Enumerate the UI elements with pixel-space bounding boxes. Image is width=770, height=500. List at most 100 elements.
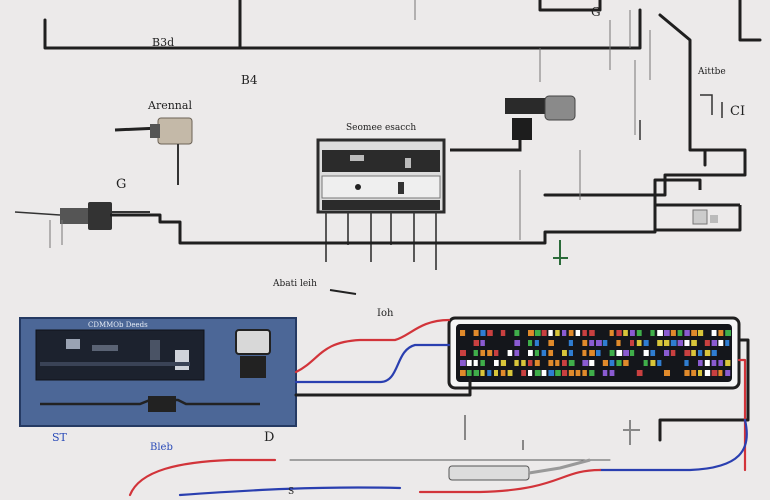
label-top-left: B3d — [152, 36, 175, 49]
display-led — [630, 330, 635, 336]
display-led — [507, 370, 513, 376]
right-sensor — [450, 95, 576, 152]
thin-wires — [414, 0, 651, 240]
display-led — [589, 350, 595, 356]
label-lower-right: Ioh — [377, 308, 394, 319]
display-led — [643, 350, 649, 356]
display-led — [582, 340, 588, 346]
top-wire-1 — [43, 8, 642, 50]
display-led — [528, 370, 533, 376]
display-led — [534, 370, 541, 376]
top-wires — [43, 0, 762, 197]
display-led — [657, 340, 663, 346]
display-led — [562, 330, 567, 336]
display-led — [548, 340, 554, 346]
display-led — [664, 340, 670, 346]
display-led — [480, 370, 485, 376]
display-led — [609, 360, 615, 366]
display-led — [548, 360, 554, 366]
display-led — [664, 330, 670, 336]
display-led — [528, 360, 533, 366]
label-glyph-g-top: G — [591, 5, 601, 19]
display-led — [582, 370, 587, 376]
display-led — [589, 370, 595, 376]
display-led — [528, 350, 533, 356]
display-led — [643, 360, 648, 366]
lower-dash — [329, 289, 357, 295]
display-led — [684, 360, 689, 366]
display-led — [718, 370, 723, 376]
display-led — [664, 370, 670, 376]
display-led — [541, 370, 547, 376]
display-led — [711, 370, 718, 376]
display-led — [514, 360, 519, 366]
display-led — [704, 370, 711, 376]
display-led — [487, 370, 492, 376]
display-led — [650, 330, 655, 336]
display-led — [589, 340, 595, 346]
display-led — [718, 360, 723, 366]
display-led — [704, 360, 710, 366]
display-led — [698, 330, 704, 336]
display-led — [575, 370, 581, 376]
display-led-grid — [460, 330, 731, 376]
display-led — [623, 350, 630, 356]
display-led — [528, 330, 534, 336]
display-led — [568, 370, 575, 376]
label-right-top: Aittbe — [698, 67, 726, 77]
display-led — [650, 350, 656, 356]
display-led — [460, 360, 466, 366]
display-led — [473, 330, 479, 336]
display-led — [711, 330, 717, 336]
display-led — [473, 360, 478, 366]
display-led — [677, 340, 684, 346]
display-led — [704, 350, 711, 356]
display-led — [596, 340, 602, 346]
display-led — [582, 330, 587, 336]
display-led — [589, 360, 595, 366]
display-led — [609, 370, 615, 376]
display-led — [636, 370, 643, 376]
bottom-parts — [448, 415, 640, 481]
display-led — [568, 360, 575, 366]
display-led — [480, 360, 485, 366]
display-led — [602, 340, 608, 346]
display-led — [616, 340, 621, 346]
label-bottom-left-a: ST — [52, 431, 67, 444]
label-bottom-left-b: Bleb — [150, 442, 173, 453]
display-led — [541, 330, 547, 336]
display-led — [541, 350, 547, 356]
display-led — [650, 360, 656, 366]
display-led — [487, 330, 493, 336]
display-led — [616, 350, 623, 356]
display-led — [500, 360, 507, 366]
display-led — [602, 360, 609, 366]
display-led — [616, 360, 622, 366]
display-led — [684, 350, 691, 356]
display-led — [562, 350, 567, 356]
display-led — [582, 360, 589, 366]
label-upper-mid: B4 — [241, 73, 258, 87]
display-led — [534, 350, 539, 356]
label-sensor-left: Arennal — [148, 99, 192, 112]
display-led — [691, 350, 696, 356]
display-led — [494, 350, 499, 356]
display-led — [514, 350, 520, 356]
display-led — [623, 360, 629, 366]
display-led — [596, 350, 601, 356]
display-led — [636, 330, 642, 336]
display-led — [480, 350, 486, 356]
display-led — [602, 370, 608, 376]
display-led — [534, 330, 541, 336]
display-led — [616, 330, 622, 336]
display-led — [609, 350, 615, 356]
display-led — [568, 330, 574, 336]
display-led — [460, 350, 466, 356]
display-led — [643, 340, 649, 346]
display-led — [534, 360, 540, 366]
top-wire-3 — [538, 0, 602, 12]
display-led — [698, 370, 703, 376]
display-led — [514, 340, 521, 346]
display-led — [548, 370, 555, 376]
display-led — [718, 330, 724, 336]
